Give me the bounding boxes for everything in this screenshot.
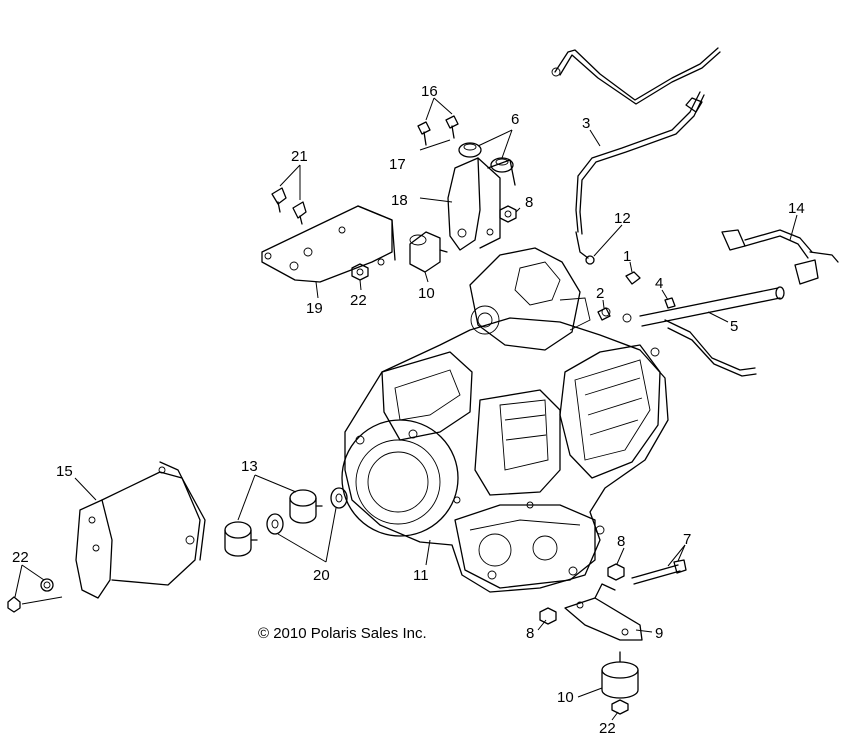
callout-12: 12 bbox=[614, 210, 631, 227]
line-assembly-3 bbox=[551, 47, 721, 259]
callout-18: 18 bbox=[391, 192, 408, 209]
callout-10-lower: 10 bbox=[557, 689, 574, 706]
callout-22-left: 22 bbox=[12, 549, 29, 566]
callout-14: 14 bbox=[788, 200, 805, 217]
callout-22-lower: 22 bbox=[599, 720, 616, 737]
copyright-notice: © 2010 Polaris Sales Inc. bbox=[258, 625, 427, 642]
rubber-mount-13 bbox=[224, 489, 323, 557]
callout-3: 3 bbox=[582, 115, 590, 132]
nut-22-upper bbox=[351, 263, 369, 281]
breather-tube-5 bbox=[639, 286, 785, 377]
nut-8-lower bbox=[539, 563, 625, 625]
callout-4: 4 bbox=[655, 275, 663, 292]
leader-lines bbox=[14, 97, 798, 721]
washer-20 bbox=[266, 487, 348, 535]
screw-16 bbox=[417, 115, 459, 146]
callout-13: 13 bbox=[241, 458, 258, 475]
callout-20: 20 bbox=[313, 567, 330, 584]
callout-1: 1 bbox=[623, 248, 631, 265]
fitting-14 bbox=[721, 229, 839, 285]
callout-2: 2 bbox=[596, 285, 604, 302]
nut-22-lower bbox=[611, 699, 629, 715]
callout-16: 16 bbox=[421, 83, 438, 100]
callout-22-upper: 22 bbox=[350, 292, 367, 309]
callout-8-lower: 8 bbox=[526, 625, 534, 642]
engine-assembly bbox=[341, 247, 669, 593]
callout-5: 5 bbox=[730, 318, 738, 335]
callout-labels: 1 2 3 4 5 6 7 8 8 8 9 10 10 11 12 13 14 … bbox=[12, 83, 805, 737]
grommet-6 bbox=[458, 142, 514, 173]
engine-mount-10-upper bbox=[409, 231, 448, 273]
bolt-21 bbox=[271, 187, 307, 225]
callout-9: 9 bbox=[655, 625, 663, 642]
callout-8-upper: 8 bbox=[525, 194, 533, 211]
nut-22-left bbox=[7, 578, 63, 613]
callout-8-right: 8 bbox=[617, 533, 625, 550]
engine-mount-10-lower bbox=[601, 651, 639, 699]
callout-15: 15 bbox=[56, 463, 73, 480]
callout-19: 19 bbox=[306, 300, 323, 317]
callout-6: 6 bbox=[511, 111, 519, 128]
clip-12 bbox=[585, 255, 595, 265]
callout-11: 11 bbox=[413, 567, 429, 584]
callout-17: 17 bbox=[389, 156, 406, 173]
callout-21: 21 bbox=[291, 148, 308, 165]
mount-bracket-15 bbox=[75, 461, 206, 599]
fitting-small bbox=[597, 271, 676, 321]
callout-10-upper: 10 bbox=[418, 285, 435, 302]
bolt-7 bbox=[631, 559, 687, 585]
callout-7: 7 bbox=[683, 531, 691, 548]
bracket-9 bbox=[564, 583, 643, 641]
nut-8-upper bbox=[499, 205, 517, 223]
engine-bracket-19 bbox=[261, 205, 396, 283]
